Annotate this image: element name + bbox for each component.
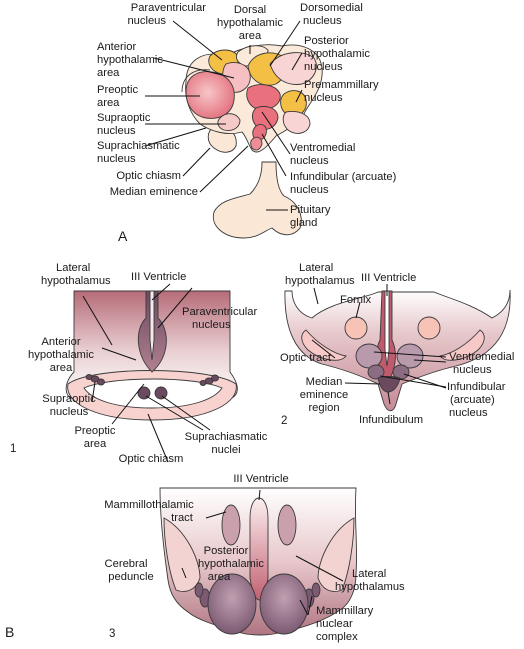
s2-label-infundibulum: Infundibulum bbox=[359, 414, 423, 426]
section-3-number: 3 bbox=[109, 628, 115, 640]
section-1-leaders bbox=[82, 283, 211, 463]
section-1-number: 1 bbox=[10, 443, 16, 455]
s3-cerebral-peduncle-right bbox=[317, 517, 355, 592]
section-2-number: 2 bbox=[281, 415, 287, 427]
s2-median-eminence bbox=[377, 376, 401, 393]
panel-a-letter: A bbox=[118, 228, 128, 244]
s2-label-infundibular: Infundibular(arcuate)nucleus bbox=[447, 381, 506, 419]
s2-fornix-right bbox=[417, 316, 441, 340]
s1-suprachiasmatic-right bbox=[154, 386, 168, 400]
ventromedial-core bbox=[246, 84, 281, 111]
supraoptic-nucleus bbox=[217, 113, 241, 131]
s1-label-optic-chiasm: Optic chiasm bbox=[119, 453, 184, 465]
section-1 bbox=[65, 290, 238, 421]
s2-fornix-left bbox=[344, 316, 368, 340]
s3-mammillary-right bbox=[259, 573, 309, 635]
preoptic-area bbox=[185, 71, 235, 119]
s2-ventromedial-right bbox=[396, 343, 424, 369]
panel-a-leaders bbox=[144, 20, 303, 211]
section-2 bbox=[284, 289, 511, 412]
s2-infundibular-left bbox=[367, 364, 385, 380]
s1-suprachiasmatic-left bbox=[137, 386, 151, 400]
s2-optic-tract-left bbox=[301, 329, 347, 361]
s3-mammillothalamic-left bbox=[221, 504, 241, 546]
s2-label-optic-tract: Optic tract bbox=[280, 352, 332, 364]
s2-ventromedial-left bbox=[355, 343, 383, 369]
label-a-infundibular: Infundibular (arcuate)nucleus bbox=[290, 171, 397, 196]
s2-label-third-ventricle: III Ventricle bbox=[361, 272, 416, 284]
panel-a bbox=[181, 44, 323, 239]
s3-cerebral-peduncle-left bbox=[163, 517, 201, 592]
section-2-leaders bbox=[311, 284, 447, 405]
s2-label-fornix: Fornix bbox=[340, 294, 371, 306]
s3-mammillothalamic-right bbox=[277, 504, 297, 546]
pituitary-gland bbox=[212, 161, 302, 239]
s1-label-third-ventricle: III Ventricle bbox=[131, 271, 186, 283]
s3-label-third-ventricle: III Ventricle bbox=[233, 473, 288, 485]
section-3-leaders bbox=[181, 489, 344, 616]
panel-b-letter: B bbox=[5, 624, 14, 640]
label-a-median-eminence: Median eminence bbox=[110, 186, 198, 198]
section-3 bbox=[159, 487, 358, 636]
label-a-optic-chiasm: Optic chiasm bbox=[116, 170, 181, 182]
s3-mammillary-left bbox=[207, 573, 257, 635]
median-eminence-shape bbox=[250, 136, 263, 151]
premammillary-nucleus bbox=[280, 90, 307, 117]
